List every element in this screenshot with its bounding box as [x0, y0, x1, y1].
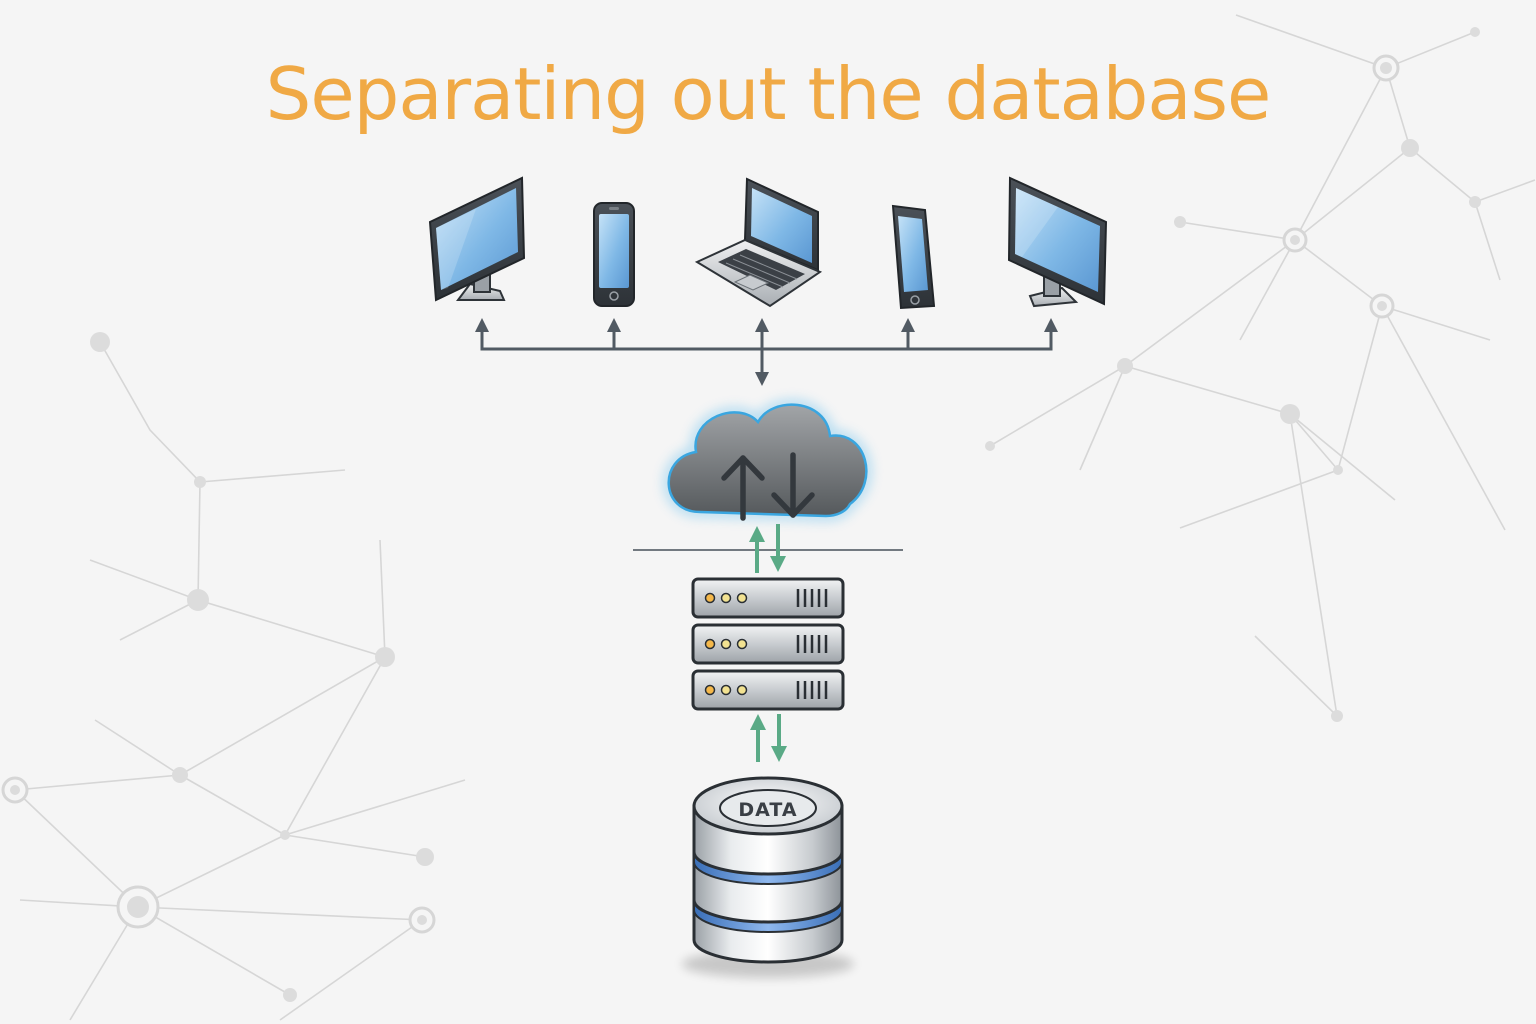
smartphone-icon — [891, 204, 936, 310]
laptop-icon — [694, 177, 823, 308]
smartphone-icon — [593, 202, 635, 307]
server-rack-icon — [691, 577, 845, 711]
desktop-monitor-icon — [428, 176, 526, 302]
desktop-monitor-icon — [1007, 176, 1108, 308]
database-label: DATA — [738, 799, 797, 821]
connector-arrowheads — [475, 318, 1058, 386]
database-icon: DATA — [682, 776, 854, 978]
cloud-server-sync-arrows — [749, 524, 786, 573]
server-database-sync-arrows — [750, 714, 787, 762]
cloud-sync-icon — [664, 400, 871, 521]
page-title: Separating out the database — [265, 52, 1272, 136]
device-connector-bus — [480, 332, 1053, 372]
